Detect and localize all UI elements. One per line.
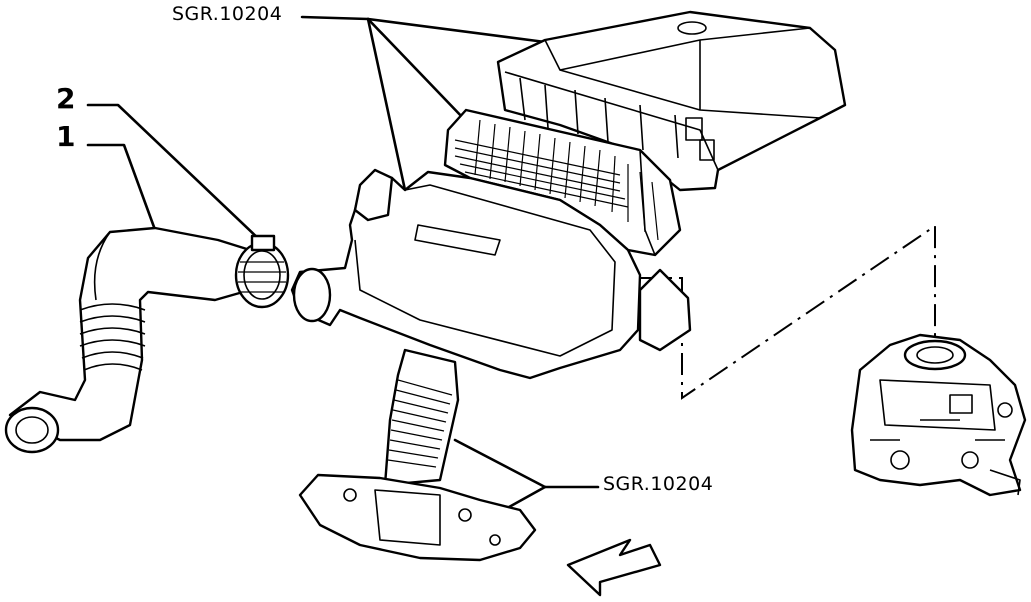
- callout-ref-bottom: SGR.10204: [603, 473, 713, 495]
- leader-item-2: [86, 103, 264, 244]
- air-filter-cover: [496, 10, 847, 192]
- assembly-centerline: [640, 224, 936, 400]
- intake-hose: [4, 226, 252, 454]
- leader-item-1: [86, 143, 160, 240]
- carburetor-adapter-base: [298, 473, 537, 562]
- callout-item-2: 2: [56, 82, 75, 115]
- leader-top-filter: [366, 17, 467, 122]
- leader-top-cover: [300, 15, 547, 44]
- callout-item-1: 1: [56, 120, 75, 153]
- carburetor: [850, 333, 1027, 497]
- leader-bottom-duct: [453, 438, 600, 489]
- hose-clamp: [234, 234, 290, 309]
- leader-top-housing: [366, 17, 407, 192]
- air-filter-housing: [290, 168, 692, 380]
- lower-intake-duct: [383, 348, 460, 487]
- direction-arrow-icon: [566, 538, 662, 597]
- leader-lines: [86, 15, 600, 524]
- air-filter-element: [443, 108, 682, 257]
- callout-ref-top: SGR.10204: [172, 3, 282, 25]
